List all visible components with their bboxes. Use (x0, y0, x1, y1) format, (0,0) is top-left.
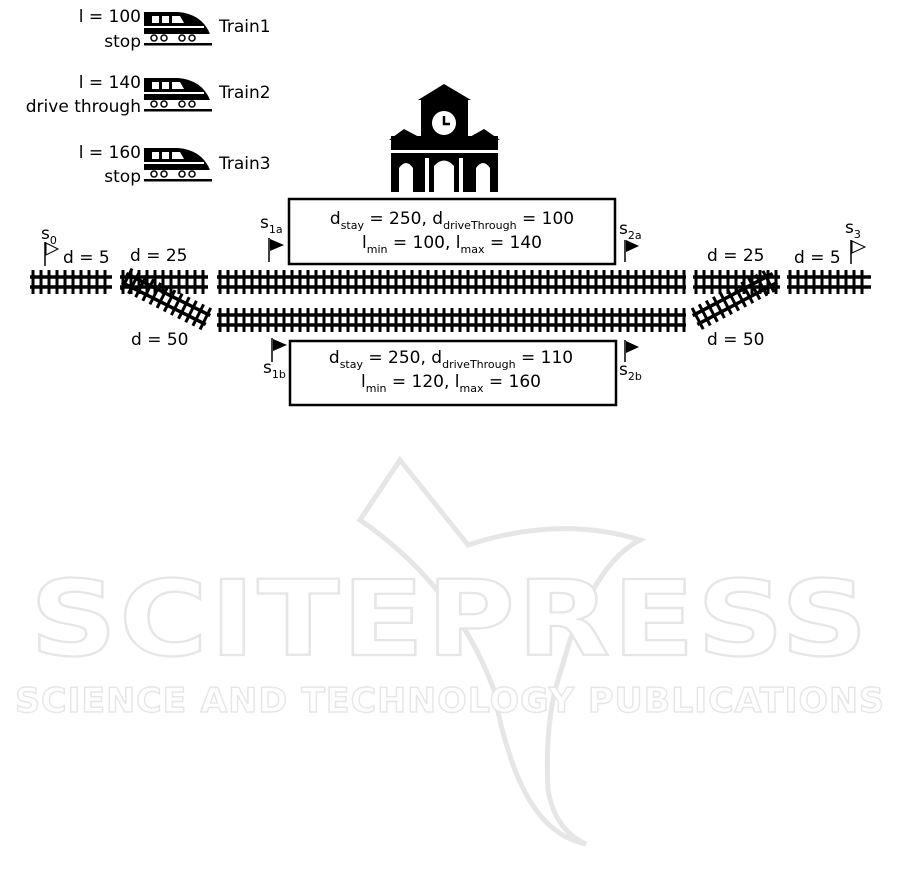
open-flag-icon (852, 241, 865, 253)
train-icon (144, 78, 212, 112)
signal-s3: s3 (845, 218, 865, 264)
track-rail (126, 274, 210, 316)
train-length-label: l = 160 (79, 143, 141, 163)
svg-text:s0: s0 (41, 224, 57, 247)
track-label-right-end: d = 5 (794, 248, 841, 268)
track-label-left-switch-top: d = 25 (130, 246, 187, 266)
platform-a-line2: lmin = 100, lmax = 140 (362, 233, 542, 256)
signal-s1a: s1a (260, 213, 284, 262)
track-segment (217, 270, 686, 294)
track-label-right-switch-bottom: d = 50 (707, 330, 764, 350)
track-segment (787, 270, 871, 294)
svg-text:s1a: s1a (260, 213, 283, 236)
signal-s2a: s2a (619, 219, 642, 262)
signal-s2b: s2b (619, 340, 642, 383)
train-name: Train3 (218, 154, 271, 174)
platform-b: dstay = 250, ddriveThrough = 110 lmin = … (290, 341, 616, 405)
signal-s1b: s1b (263, 338, 287, 381)
filled-flag-icon (273, 339, 287, 351)
train-length-label: l = 140 (79, 73, 141, 93)
track-label-left-end: d = 5 (63, 248, 110, 268)
watermark-subtitle: SCIENCE AND TECHNOLOGY PUBLICATIONS (15, 681, 885, 721)
svg-text:s3: s3 (845, 218, 861, 241)
watermark-title: SCITEPRESS (30, 558, 870, 680)
filled-flag-icon (270, 239, 284, 251)
filled-flag-icon (626, 341, 639, 353)
train-legend-row: l = 160 stop Train3 (79, 143, 271, 187)
train-mode-label: stop (104, 32, 141, 52)
train-name: Train1 (218, 17, 271, 37)
platform-b-line2: lmin = 120, lmax = 160 (361, 372, 541, 395)
signal-s0: s0 (41, 224, 58, 266)
train-icon (144, 148, 212, 182)
train-legend: l = 100 stop Train1 l = 140 drive throug… (26, 7, 271, 187)
train-mode-label: drive through (26, 97, 141, 117)
train-length-label: l = 100 (79, 7, 141, 27)
track-label-left-switch-bottom: d = 50 (131, 330, 188, 350)
watermark: SCITEPRESS SCIENCE AND TECHNOLOGY PUBLIC… (15, 460, 885, 844)
platform-a: dstay = 250, ddriveThrough = 100 lmin = … (289, 199, 615, 264)
svg-text:s2a: s2a (619, 219, 642, 242)
track-label-right-switch-top: d = 25 (707, 246, 764, 266)
train-legend-row: l = 140 drive through Train2 (26, 73, 271, 117)
track-segment (30, 270, 112, 294)
track-segment (217, 308, 686, 332)
station-building-icon (389, 84, 500, 192)
train-legend-row: l = 100 stop Train1 (79, 7, 271, 52)
svg-text:s1b: s1b (263, 358, 286, 381)
train-mode-label: stop (104, 167, 141, 187)
train-name: Train2 (218, 83, 271, 103)
svg-text:s2b: s2b (619, 360, 642, 383)
train-icon (144, 12, 212, 46)
